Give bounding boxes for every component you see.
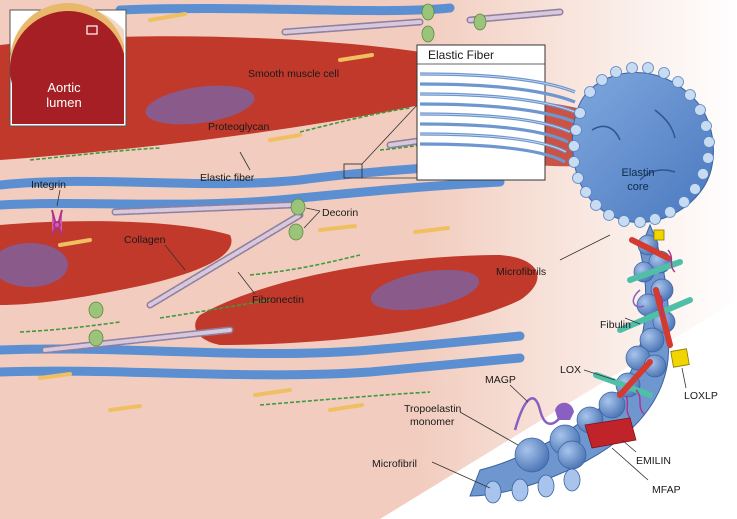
proteoglycan <box>413 226 450 234</box>
elastic-fiber-band <box>0 331 525 359</box>
proteoglycan <box>328 403 364 412</box>
elastic-fiber-callout: Elastic Fiber <box>416 44 576 181</box>
label-fibronectin: Fibronectin <box>252 294 304 306</box>
smooth-muscle-cell <box>0 221 232 305</box>
elastic-fiber-band <box>0 353 525 380</box>
label-microfibril: Microfibril <box>372 458 417 470</box>
collagen-fibers-highlight <box>43 10 562 352</box>
collagen-fiber-highlight <box>148 213 302 307</box>
aortic-inset: Aortic lumen <box>9 3 127 127</box>
emilin-strands <box>625 249 676 419</box>
proteoglycan <box>38 372 72 380</box>
proteoglycan <box>148 12 187 22</box>
label-tropoelastin-line2: monomer <box>410 416 455 428</box>
label-elastic-fiber: Elastic fiber <box>200 172 255 184</box>
proteoglycan-dashes <box>38 12 450 412</box>
fibronectin-strand <box>299 107 411 133</box>
label-smooth-muscle-cell: Smooth muscle cell <box>248 68 339 80</box>
decorin <box>421 25 435 43</box>
inset-zoom-box <box>86 25 98 35</box>
nucleus <box>145 85 255 125</box>
proteoglycan <box>268 133 302 142</box>
elastic-fiber-band <box>115 3 455 16</box>
label-decorin: Decorin <box>322 207 358 219</box>
fibronectin-strand <box>159 299 271 319</box>
label-integrin: Integrin <box>31 179 66 191</box>
decorin <box>88 329 104 347</box>
label-proteoglycan: Proteoglycan <box>208 121 269 133</box>
proteoglycan <box>253 388 292 397</box>
label-tropoelastin-line1: Tropoelastin <box>404 403 462 415</box>
elastin-core: Elastin core <box>571 72 714 223</box>
callout-title: Elastic Fiber <box>428 48 494 62</box>
core-label-line2: core <box>627 181 648 193</box>
label-loxlp: LOXLP <box>684 390 718 402</box>
elastic-fiber-bands <box>0 3 525 380</box>
label-collagen: Collagen <box>124 234 166 246</box>
decorin <box>421 3 435 21</box>
proteoglycan <box>338 53 374 62</box>
inset-label-line1: Aortic <box>47 80 81 95</box>
label-mfap: MFAP <box>652 484 681 496</box>
label-emilin: EMILIN <box>636 455 671 467</box>
mfap-block <box>584 417 637 449</box>
loxlp-cubes <box>653 229 690 368</box>
fibronectin-strand <box>19 321 121 333</box>
elastic-fiber-band <box>0 160 485 190</box>
nucleus <box>370 269 480 311</box>
decorin <box>473 13 487 31</box>
elastic-fiber-band <box>0 177 505 210</box>
core-label-line1: Elastin <box>621 167 654 179</box>
collagen-fiber-highlight <box>113 203 292 214</box>
decorin <box>290 198 306 216</box>
inset-label-line2: lumen <box>46 95 81 110</box>
fibronectin-strand <box>29 147 161 161</box>
label-magp: MAGP <box>485 374 516 386</box>
label-lox: LOX <box>560 364 581 376</box>
decorin <box>88 301 104 319</box>
fibronectin-strand <box>259 391 431 406</box>
proteoglycan <box>108 404 142 412</box>
magp-blob <box>555 402 574 420</box>
nuclei <box>0 85 480 311</box>
label-fibulin: Fibulin <box>600 319 631 331</box>
magp-strand <box>513 397 564 431</box>
decorin-clusters <box>88 3 487 347</box>
zoom-indicator <box>343 103 419 179</box>
label-microfibrils: Microfibrils <box>496 266 546 278</box>
integrin-icon <box>51 209 63 236</box>
proteoglycan <box>58 238 92 247</box>
collagen-fiber-highlight <box>43 328 232 352</box>
microfibril-beads <box>568 62 715 228</box>
proteoglycan <box>318 224 357 232</box>
decorin <box>288 223 304 241</box>
nucleus <box>0 243 68 287</box>
fibulin-strand <box>632 289 645 308</box>
collagen-fiber-highlight <box>283 20 422 34</box>
fibronectin-strand <box>249 254 361 276</box>
leader-lines <box>56 151 687 489</box>
